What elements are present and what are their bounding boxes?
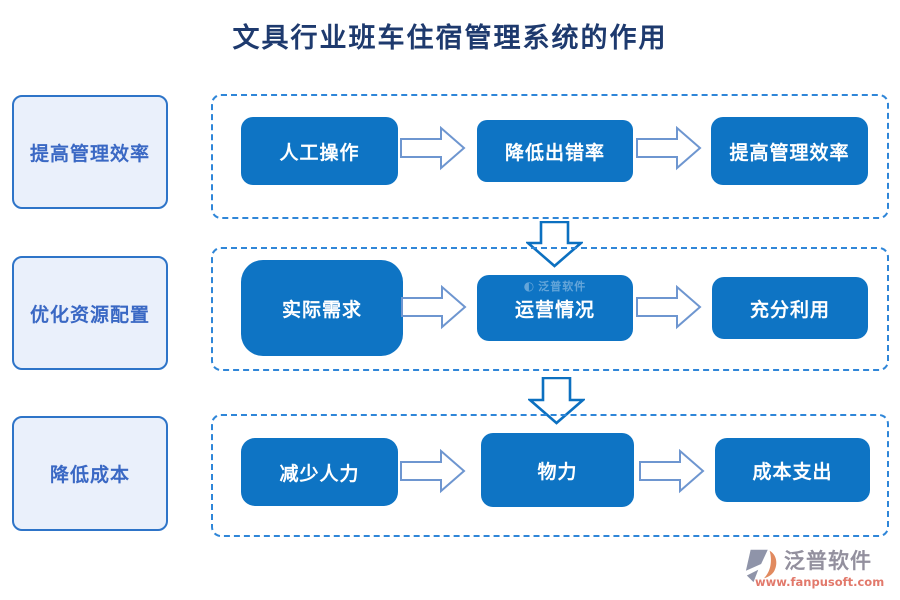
step-label: 运营情况 (514, 298, 595, 321)
page-title: 文具行业班车住宿管理系统的作用 (232, 23, 668, 54)
arrow-right-icon (400, 449, 466, 494)
step-box: 减少人力 (241, 438, 398, 506)
row-panel-cost: 减少人力 物力 成本支出 (211, 414, 889, 537)
step-label: 减少人力 (279, 462, 360, 485)
step-box: 实际需求 (241, 260, 403, 356)
fanpu-watermark-icon: ◐ (523, 279, 536, 293)
step-box: 人工操作 (241, 117, 398, 185)
step-label: 提高管理效率 (729, 141, 850, 164)
fanpu-logo-icon (745, 549, 777, 583)
step-box: 成本支出 (715, 438, 870, 502)
side-label-resources: 优化资源配置 (12, 256, 168, 370)
step-label: 充分利用 (749, 298, 830, 321)
side-label-cost: 降低成本 (12, 416, 168, 531)
step-box: 充分利用 (712, 277, 868, 339)
arrow-right-icon (639, 449, 705, 494)
step-label: 降低出错率 (504, 141, 605, 164)
step-label: 成本支出 (752, 460, 833, 483)
side-label-efficiency: 提高管理效率 (12, 95, 168, 209)
arrow-right-icon (636, 126, 702, 171)
arrow-down-icon (526, 221, 583, 268)
side-label-text: 优化资源配置 (29, 303, 150, 326)
step-box: 提高管理效率 (711, 117, 868, 185)
step-box: 物力 (481, 433, 634, 507)
row-panel-resources: 实际需求 ◐ 泛普软件 运营情况 充分利用 (211, 247, 889, 371)
side-label-text: 提高管理效率 (29, 142, 150, 165)
arrow-down-icon (528, 377, 585, 425)
step-label: 物力 (537, 460, 578, 483)
watermark: ◐ 泛普软件 (477, 278, 633, 294)
step-label: 人工操作 (279, 141, 360, 164)
step-label: 实际需求 (281, 298, 362, 321)
arrow-right-icon (400, 126, 466, 171)
brand-footer: 泛普软件 www.fanpusoft.com (744, 545, 890, 592)
step-box: ◐ 泛普软件 运营情况 (477, 275, 633, 341)
step-box: 降低出错率 (477, 120, 633, 182)
brand-name: 泛普软件 (784, 549, 872, 573)
watermark-text: 泛普软件 (538, 280, 587, 293)
row-panel-efficiency: 人工操作 降低出错率 提高管理效率 (211, 94, 889, 219)
arrow-right-icon (636, 285, 702, 330)
arrow-right-icon (401, 285, 467, 330)
side-label-text: 降低成本 (49, 464, 130, 486)
brand-url: www.fanpusoft.com (755, 575, 885, 589)
